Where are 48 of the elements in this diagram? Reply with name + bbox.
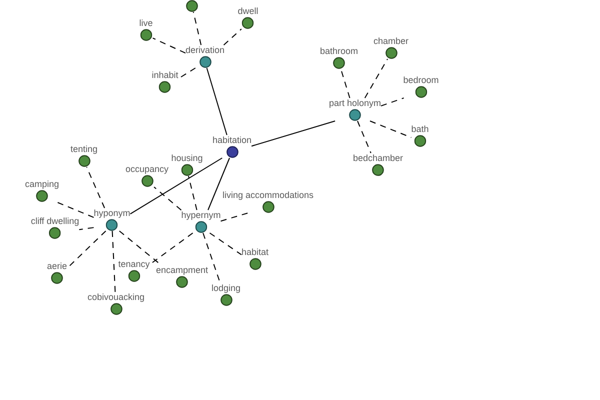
node-label: live — [139, 18, 153, 29]
node-label: living accommodations — [222, 190, 314, 201]
dashed-connector-line — [154, 186, 182, 211]
dashed-connector-line — [86, 166, 106, 208]
node-label: inhabit — [152, 70, 178, 81]
node-label: hypernym — [181, 210, 221, 221]
dashed-connector-line — [188, 176, 198, 210]
dashed-connector-line — [78, 227, 94, 230]
connector-line — [130, 158, 223, 214]
connector-line — [208, 158, 230, 210]
node-label: bedchamber — [352, 153, 404, 164]
node-label: cliff dwelling — [30, 216, 80, 227]
connector-line — [251, 120, 336, 147]
node-label: bathroom — [320, 46, 358, 57]
connector-line — [206, 68, 228, 136]
node-label: bedroom — [403, 75, 439, 86]
dashed-connector-line — [380, 98, 404, 106]
dashed-connector-line — [112, 230, 116, 292]
dashed-connector-line — [357, 120, 372, 154]
node-label: encampment — [156, 265, 208, 276]
node-label: habitat — [241, 247, 269, 258]
dashed-connector-line — [209, 232, 242, 256]
node-label: chamber — [374, 36, 408, 47]
node-label: tenancy — [118, 259, 150, 270]
dashed-connector-line — [220, 212, 248, 222]
node-label: dwell — [238, 6, 258, 17]
dashed-connector-line — [152, 38, 186, 54]
node-label: habitation — [212, 135, 252, 146]
dashed-connector-line — [223, 28, 242, 46]
node-label: part holonym — [328, 98, 382, 109]
node-label: tenting — [70, 144, 98, 155]
node-label: lodging — [211, 283, 241, 294]
node-label: cobivouacking — [87, 292, 145, 303]
node-label: bath — [411, 124, 429, 135]
dashed-connector-line — [192, 12, 202, 46]
dashed-connector-line — [340, 68, 350, 98]
node-label: housing — [171, 153, 203, 164]
dashed-connector-line — [66, 230, 106, 269]
node-label: aerie — [47, 261, 67, 272]
node-label: occupancy — [125, 164, 169, 175]
dashed-connector-line — [370, 120, 412, 138]
node-label: hyponym — [94, 208, 130, 219]
dashed-connector-line — [56, 202, 94, 218]
dashed-connector-line — [364, 58, 388, 98]
dashed-connector-line — [149, 232, 194, 265]
dashed-connector-line — [202, 232, 221, 284]
node-label: camping — [24, 179, 60, 190]
node-label: derivation — [185, 45, 225, 56]
